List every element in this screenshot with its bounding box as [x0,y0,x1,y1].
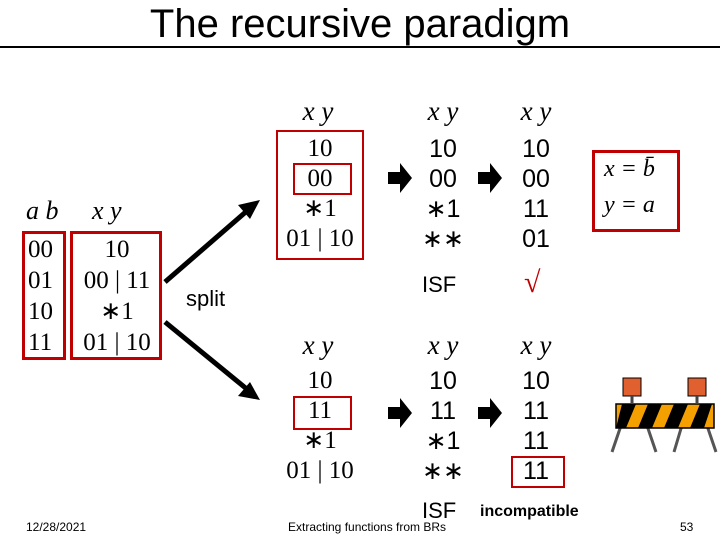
cell: 10 [522,367,550,395]
top-col2-header: x y [427,96,459,126]
formula-box [592,150,680,232]
ab-row: 01 [28,267,53,294]
formula-line-1: x = b̄ [604,156,655,182]
cell: 11 [523,457,549,485]
check-mark: √ [524,266,541,299]
roadblock-icon [610,377,718,453]
bottom-col2: 10 11 ∗1 ∗∗ [408,366,478,486]
cell: 11 [523,397,549,425]
top-col1: 10 00 ∗1 01 | 10 [276,134,364,254]
cell: 01 | 10 [286,457,354,484]
cell: 10 [429,367,457,395]
top-col1-header: x y [302,96,334,126]
ab-header: a b [26,196,59,225]
cell: 01 [522,225,550,253]
ab-row: 11 [28,329,53,356]
cell: 11 [523,427,549,455]
xy-highlight-box [70,231,162,360]
bottom-col3: 10 11 11 11 [500,366,572,486]
xy-row: ∗1 [100,298,134,325]
cell: 00 [429,165,457,193]
cell: ∗∗ [422,457,464,485]
cell: ∗∗ [422,225,464,253]
xy-header: x y [92,196,122,225]
top-col3-header: x y [520,96,552,126]
cell: 11 [307,397,333,424]
arrow-right-icon [478,163,502,193]
top-col3: 10 00 11 01 [500,134,572,254]
bottom-col1: 10 11 ∗1 01 | 10 [276,366,364,486]
top-col1-row2-box [293,163,352,195]
cell: ∗1 [303,195,337,222]
xy-row: 10 [104,236,130,263]
split-down-arrow-icon [163,320,260,400]
cell: ∗1 [425,427,461,455]
bottom-col3-header: x y [520,330,552,360]
ab-row: 00 [28,236,53,263]
xy-row: 01 | 10 [83,329,151,356]
incompatible-label: incompatible [480,503,579,520]
bottom-col2-header: x y [427,330,459,360]
title-underline [0,46,720,48]
slide-title: The recursive paradigm [149,2,571,46]
ab-row: 10 [28,298,53,325]
bottom-col1-header: x y [302,330,334,360]
cell: ∗1 [303,427,337,454]
split-up-arrow-icon [163,200,260,284]
arrow-right-icon [388,163,412,193]
cell: 01 | 10 [286,225,354,252]
isf-label-top: ISF [422,272,457,297]
bottom-col1-row2-box [293,396,352,430]
split-label: split [186,286,226,311]
footer-center: Extracting functions from BRs [288,520,447,534]
formula-line-2: y = a [604,192,655,218]
top-col1-box [276,130,364,260]
bottom-col3-row4-box [511,456,565,488]
cell: 00 [307,165,333,192]
page-number: 53 [680,520,694,534]
cell: 10 [429,135,457,163]
cell: 10 [307,367,333,394]
top-col2: 10 00 ∗1 ∗∗ [408,134,478,254]
cell: 10 [522,135,550,163]
arrow-right-icon [388,398,412,428]
cell: ∗1 [425,195,461,223]
cell: 00 [522,165,550,193]
cell: 11 [430,397,456,425]
cell: 10 [307,135,333,162]
cell: 11 [523,195,549,223]
isf-label-bottom: ISF [422,498,457,523]
footer-date: 12/28/2021 [26,520,87,534]
xy-row: 00 | 11 [83,267,151,294]
ab-highlight-box [22,231,66,360]
arrow-right-icon [478,398,502,428]
